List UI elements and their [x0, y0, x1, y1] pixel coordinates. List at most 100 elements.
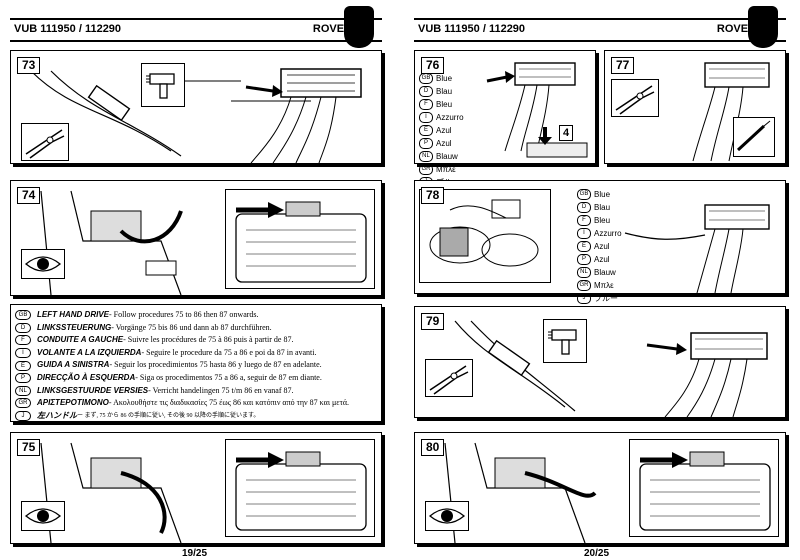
dashboard-illustration — [40, 442, 182, 543]
lang-badge: E — [15, 360, 31, 371]
wire-cutter-inset — [425, 359, 473, 397]
instruction-row: P DIRECÇÃO À ESQUERDA - Siga os procedime… — [15, 372, 349, 385]
legend-label: Azul — [594, 255, 610, 264]
lang-badge: NL — [419, 151, 433, 162]
fuse-box-inset — [225, 439, 375, 537]
lang-badge: J — [15, 411, 31, 422]
step-number: 80 — [421, 439, 445, 456]
eye-inset — [21, 249, 65, 279]
lang-badge: E — [577, 241, 591, 252]
fuse-box-icon — [235, 201, 367, 283]
brand-name: ROVER — [716, 23, 756, 35]
instruction-heading: VOLANTE A LA IZQUIERDA — [37, 347, 142, 357]
connector-icon — [250, 68, 362, 163]
wire-cutter-icon — [615, 85, 655, 115]
reference-step: 4 — [559, 125, 574, 141]
wire-splice-illustration — [454, 320, 768, 417]
lang-badge: GR — [577, 280, 591, 291]
legend-label: Bleu — [594, 216, 611, 225]
doc-code: VUB 111950 / 112290 — [14, 23, 122, 35]
left-page: VUB 111950 / 112290 ROVER — [4, 0, 394, 560]
legend-label: Μπλε — [594, 281, 614, 290]
step-number: 75 — [17, 439, 41, 456]
step-75-panel: 75 — [10, 432, 382, 544]
step-number: 77 — [611, 57, 635, 74]
instruction-text: - Vorgänge 75 bis 86 und dann ab 87 durc… — [111, 322, 272, 332]
heat-gun-icon — [146, 73, 175, 99]
lang-badge: J — [577, 293, 591, 304]
connector-icon — [664, 332, 768, 417]
eye-inset — [425, 501, 469, 531]
legend-label: Μπλε — [436, 165, 456, 174]
instruction-row: F CONDUITE A GAUCHE - Suivre les procédur… — [15, 334, 349, 347]
step-number: 76 — [421, 57, 445, 74]
page-header: VUB 111950 / 112290 ROVER — [414, 18, 786, 42]
lang-badge: NL — [15, 385, 31, 396]
instruction-heading: CONDUITE A GAUCHE — [37, 335, 124, 345]
page-header: VUB 111950 / 112290 ROVER — [10, 18, 382, 42]
legend-label: Blue — [436, 74, 453, 83]
wire-cutter-inset — [21, 123, 69, 161]
instruction-heading: DIRECÇÃO À ESQUERDA — [37, 372, 136, 382]
instruction-heading: LINKSSTEUERUNG — [37, 322, 112, 332]
eye-inset — [21, 501, 65, 531]
wire-cutter-icon — [25, 129, 65, 159]
heat-gun-inset — [141, 63, 185, 107]
instruction-heading: GUIDA A SINISTRA — [37, 360, 110, 370]
lang-badge: I — [419, 112, 433, 123]
arrow-icon — [486, 75, 508, 83]
lang-badge: I — [15, 348, 31, 359]
legend-label: Blue — [594, 190, 611, 199]
wire-cutter-inset — [611, 79, 659, 117]
fuse-box-inset — [225, 189, 375, 289]
instruction-text: - Verricht handelingen 75 t/m 86 en vana… — [148, 385, 294, 395]
connector-illustration — [486, 62, 588, 158]
eye-icon — [24, 508, 62, 524]
legend-label: Blauw — [594, 268, 616, 277]
step-number: 79 — [421, 313, 445, 330]
wire-strip-inset — [733, 117, 775, 157]
step-79-panel: 79 — [414, 306, 786, 418]
instruction-text: - Siga os procedimentos 75 a 86 a, segui… — [135, 372, 322, 382]
lang-badge: NL — [577, 267, 591, 278]
dashboard-illustration — [444, 442, 597, 543]
lang-badge: F — [577, 215, 591, 226]
connector-icon — [692, 62, 770, 162]
eye-icon — [24, 256, 62, 272]
lang-badge: D — [419, 86, 433, 97]
wire-cutter-icon — [429, 365, 469, 395]
page-number: 20/25 — [584, 548, 610, 559]
instruction-heading: ΑΡΙΣΤΕΡΟΤΙΜΟΝΟ — [37, 398, 109, 408]
fuse-box-icon — [235, 451, 367, 531]
arrow-icon — [245, 85, 274, 93]
legend-label: Azul — [436, 126, 452, 135]
lang-badge: P — [15, 373, 31, 384]
instruction-text: - Suivre les procédures de 75 à 86 puis … — [123, 335, 294, 345]
lang-badge: F — [15, 335, 31, 346]
step-73-panel: 73 — [10, 50, 382, 164]
heat-gun-inset — [543, 319, 587, 363]
instruction-text: - Seguir los procedimientos 75 hasta 86 … — [109, 360, 322, 370]
lang-badge: D — [577, 202, 591, 213]
lang-badge: E — [419, 125, 433, 136]
legend-label: Azzurro — [436, 113, 464, 122]
